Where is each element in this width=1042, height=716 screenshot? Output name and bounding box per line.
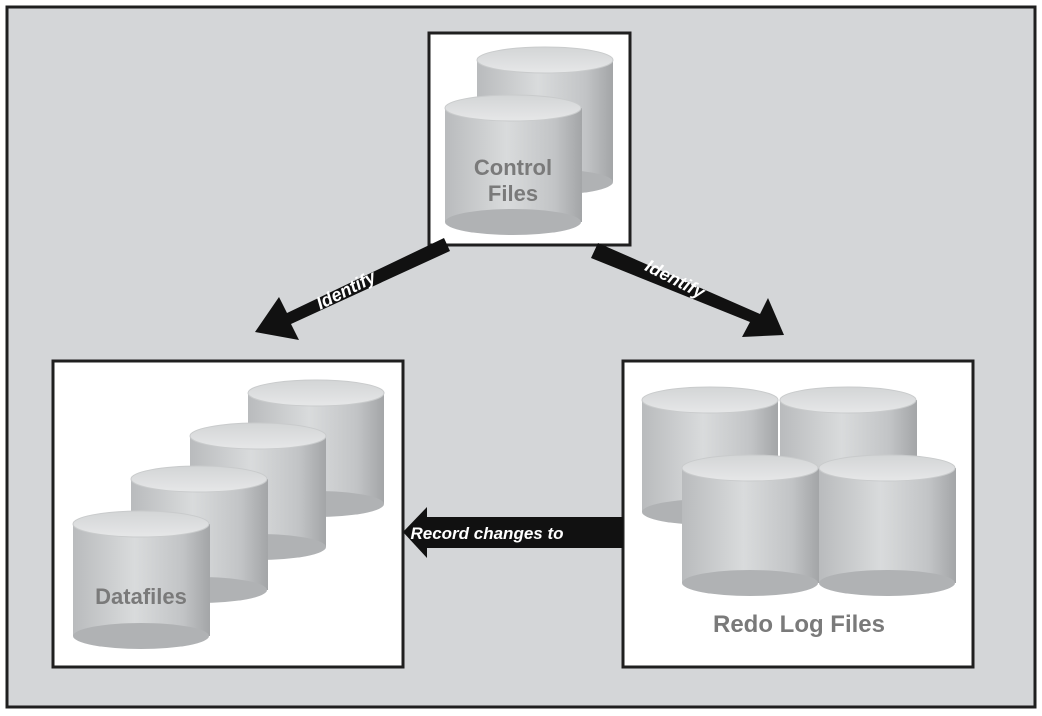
redo-log-files-node: Redo Log Files	[621, 359, 975, 669]
cylinder-icon	[681, 454, 819, 596]
cylinder-icon	[818, 454, 956, 596]
record-changes-label: Record changes to	[410, 524, 563, 543]
arrow-record-changes: Record changes to	[403, 507, 623, 558]
redo-log-files-label: Redo Log Files	[713, 611, 885, 638]
cylinder-icon	[444, 94, 582, 235]
control-files-label-line1: Control	[474, 155, 552, 180]
datafiles-label: Datafiles	[95, 584, 187, 609]
datafiles-node: Datafiles	[51, 359, 405, 669]
control-files-label-line2: Files	[488, 181, 538, 206]
cylinder-icon	[72, 510, 210, 649]
control-files-node: Control Files	[427, 31, 632, 247]
